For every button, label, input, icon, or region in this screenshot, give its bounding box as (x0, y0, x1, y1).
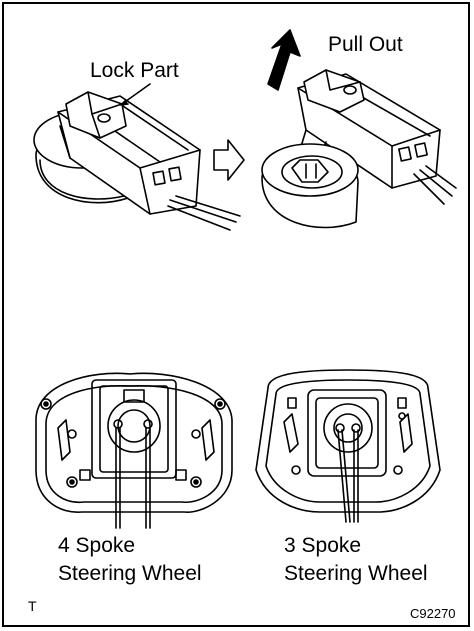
connector-locked-drawing (33, 83, 241, 231)
pull-out-label: Pull Out (328, 33, 403, 56)
figure-code: C92270 (410, 606, 456, 621)
corner-mark: T (28, 598, 37, 614)
connector-pulled-drawing (261, 29, 457, 229)
spoke4-subtitle: Steering Wheel (58, 562, 202, 585)
squib-socket-right (261, 143, 359, 229)
step-arrow-icon (213, 139, 245, 181)
lock-part-label: Lock Part (90, 59, 179, 82)
pad-4-spoke-drawing (35, 372, 233, 529)
spoke3-title: 3 Spoke (284, 534, 362, 557)
lock-part-leader-arrowhead (120, 99, 129, 106)
wire-harness-right (413, 165, 457, 205)
pull-out-arrow-icon (267, 29, 301, 91)
lock-part-tab-right (303, 69, 365, 113)
spoke4-title: 4 Spoke (58, 534, 136, 557)
spoke3-subtitle: Steering Wheel (284, 562, 428, 585)
pad-3-spoke-drawing (255, 369, 441, 523)
wire-harness-left (167, 195, 241, 231)
lock-part-tab (65, 91, 127, 139)
lock-part-leader (121, 83, 151, 105)
